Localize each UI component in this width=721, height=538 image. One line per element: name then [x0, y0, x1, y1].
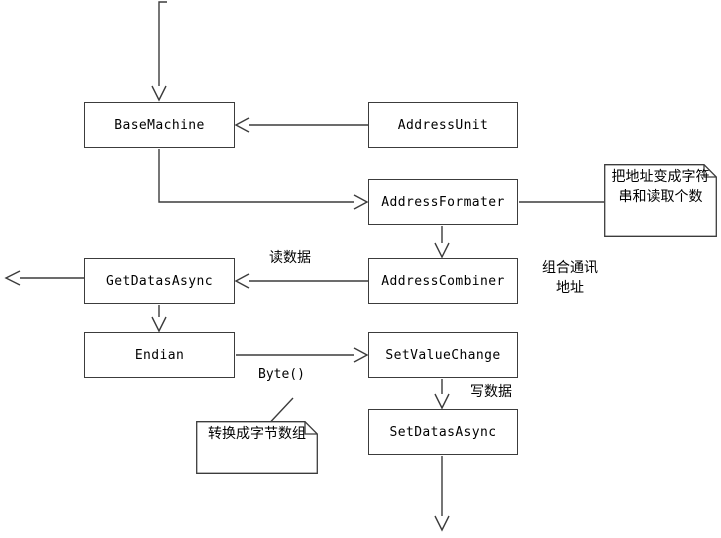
node-label: SetValueChange	[385, 347, 501, 363]
node-label: AddressCombiner	[381, 273, 505, 289]
arrowhead-get-datas-async-endian	[151, 316, 167, 333]
note-address-format[interactable]: 把地址变成字符串和读取个数	[604, 164, 717, 237]
arrowhead-address-combiner-get-datas-async	[234, 273, 250, 289]
node-endian[interactable]: Endian	[84, 332, 235, 378]
node-label: Endian	[134, 347, 185, 363]
edge-base-machine-to-address-formater	[158, 149, 354, 203]
note-text: 把地址变成字符串和读取个数	[611, 169, 710, 205]
arrowhead-entry-base-machine	[151, 85, 167, 102]
node-address-formater[interactable]: AddressFormater	[368, 179, 518, 225]
edge-label-read-data: 读数据	[269, 250, 311, 266]
node-get-datas-async[interactable]: GetDatasAsync	[84, 258, 235, 304]
label-combine-address: 组合通讯 地址	[542, 260, 598, 296]
note-byte-array[interactable]: 转换成字节数组	[196, 421, 318, 474]
arrowhead-set-value-change-set-datas-async	[434, 393, 450, 410]
arrowhead-base-machine-address-formater	[353, 194, 369, 210]
node-address-combiner[interactable]: AddressCombiner	[368, 258, 518, 304]
node-label: BaseMachine	[114, 117, 205, 133]
node-set-value-change[interactable]: SetValueChange	[368, 332, 518, 378]
note-text: 转换成字节数组	[208, 426, 306, 442]
node-set-datas-async[interactable]: SetDatasAsync	[368, 409, 518, 455]
node-label: AddressFormater	[381, 194, 505, 210]
arrowhead-set-datas-async-external	[434, 515, 450, 532]
edge-label-byte-call: Byte()	[258, 367, 305, 382]
arrowhead-get-datas-async-external	[4, 270, 21, 286]
arrowhead-address-unit-base-machine	[234, 117, 250, 133]
edge-label-write-data: 写数据	[470, 384, 512, 400]
arrowhead-endian-set-value-change	[353, 347, 369, 363]
node-label: AddressUnit	[397, 117, 489, 133]
arrowhead-address-formater-address-combiner	[434, 242, 450, 259]
node-base-machine[interactable]: BaseMachine	[84, 102, 235, 148]
node-address-unit[interactable]: AddressUnit	[368, 102, 518, 148]
node-label: SetDatasAsync	[389, 424, 497, 440]
node-label: GetDatasAsync	[106, 273, 213, 289]
edge-entry-to-base-machine	[158, 1, 167, 94]
